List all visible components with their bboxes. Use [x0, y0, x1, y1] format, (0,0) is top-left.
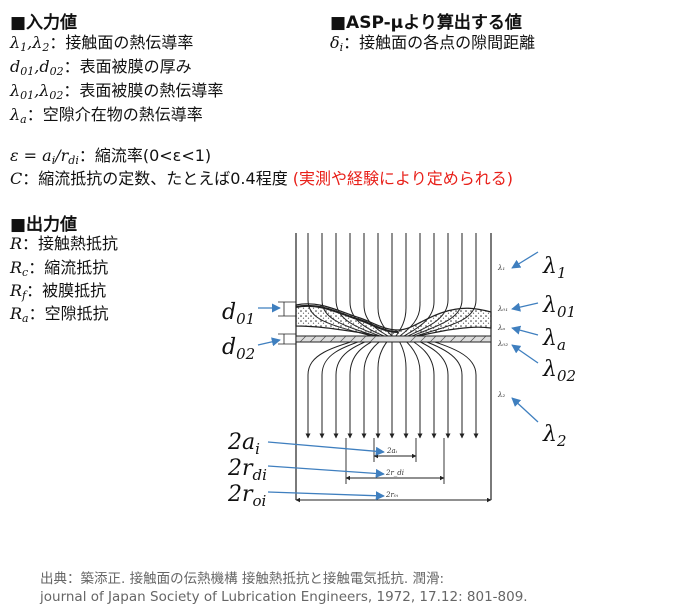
svg-text:λ₀₂: λ₀₂	[497, 340, 508, 348]
citation-line2: journal of Japan Society of Lubrication …	[40, 589, 528, 605]
svg-text:λ₂: λ₂	[497, 391, 505, 399]
label-2rdi: 2rdi	[228, 456, 267, 484]
svg-text:λₐ: λₐ	[497, 324, 505, 332]
label-lambda-a: λa	[543, 326, 566, 354]
label-lambda1: λ1	[543, 254, 567, 282]
svg-text:2r₀ᵢ: 2r₀ᵢ	[385, 491, 399, 499]
input-item-d: d01,d02：表面被膜の厚み	[10, 57, 192, 78]
input-item-lambda0: λ01,λ02：表面被膜の熱伝導率	[10, 81, 224, 102]
annotation-arrows	[257, 251, 539, 501]
svg-text:λ₀₁: λ₀₁	[497, 305, 508, 313]
output-item-r: R：接触熱抵抗	[10, 234, 119, 253]
output-item-rf: Rf：被膜抵抗	[10, 281, 107, 302]
asp-item-delta: δi：接触面の各点の隙間距離	[330, 33, 536, 54]
input-item-lambda: λ1,λ2：接触面の熱伝導率	[10, 33, 194, 54]
output-item-rc: Rc：縮流抵抗	[10, 258, 109, 279]
output-item-ra: Ra：空隙抵抗	[10, 304, 109, 325]
citation-line1: 出典：築添正. 接触面の伝熱機構 接触熱抵抗と接触電気抵抗. 潤滑:	[40, 571, 445, 587]
c-line: C：縮流抵抗の定数、たとえば0.4程度 (実測や経験により定められる)	[10, 169, 513, 188]
input-heading: ■入力値	[10, 13, 78, 33]
label-d01: d01	[222, 300, 256, 328]
svg-text:2aᵢ: 2aᵢ	[386, 447, 398, 455]
label-lambda02: λ02	[543, 357, 577, 385]
input-item-lambda-a: λa：空隙介在物の熱伝導率	[10, 105, 203, 126]
c-note: (実測や経験により定められる)	[292, 169, 513, 188]
label-lambda01: λ01	[543, 293, 577, 321]
svg-text:2r_di: 2r_di	[385, 469, 404, 477]
epsilon-line: ε = ai/rdi：縮流率(0<ε<1)	[10, 146, 212, 167]
citation: 出典：築添正. 接触面の伝熱機構 接触熱抵抗と接触電気抵抗. 潤滑: journ…	[40, 570, 528, 606]
label-2roi: 2roi	[228, 482, 267, 510]
label-d02: d02	[222, 335, 256, 363]
label-2ai: 2ai	[228, 430, 260, 458]
output-heading: ■出力値	[10, 215, 78, 235]
svg-text:λ₁: λ₁	[497, 264, 505, 272]
label-lambda2: λ2	[543, 422, 567, 450]
asp-heading: ■ASP-μより算出する値	[330, 13, 522, 33]
